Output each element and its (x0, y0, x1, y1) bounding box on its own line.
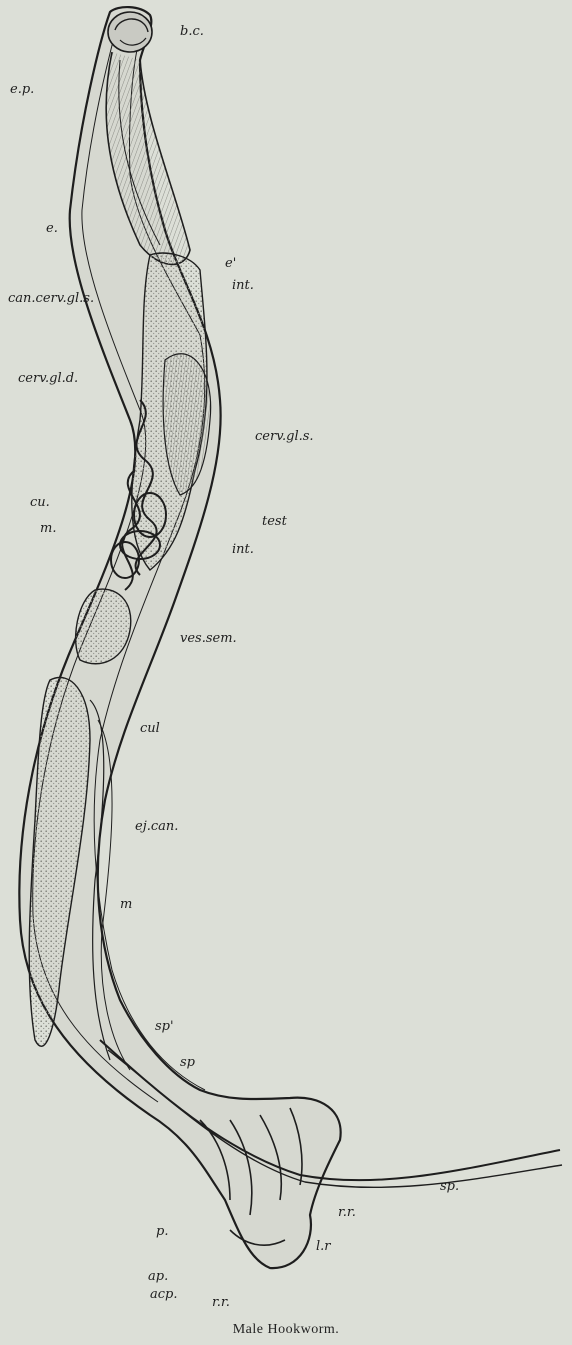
label-m-upper: m. (40, 522, 56, 535)
label-sp-prime: sp' (155, 1020, 174, 1033)
label-cerv-gl-d: cerv.gl.d. (18, 372, 78, 385)
label-lr: l.r (316, 1240, 331, 1253)
label-sp-tail: sp. (440, 1180, 459, 1193)
label-test: test (262, 515, 287, 528)
label-rr-right: r.r. (338, 1206, 356, 1219)
label-ves-sem: ves.sem. (180, 632, 237, 645)
label-e: e. (46, 222, 58, 235)
label-cu: cu. (30, 496, 50, 509)
label-int-lower: int. (232, 543, 254, 556)
label-m-lower: m (120, 898, 132, 911)
label-e-prime: e' (225, 257, 236, 270)
label-p: p. (156, 1225, 168, 1238)
figure-caption: Male Hookworm. (0, 1322, 572, 1338)
label-int-upper: int. (232, 279, 254, 292)
label-ej-can: ej.can. (135, 820, 178, 833)
buccal-capsule (108, 12, 152, 52)
label-ep: e.p. (10, 83, 34, 96)
label-cul: cul (140, 722, 160, 735)
label-sp-upper: sp (180, 1056, 195, 1069)
label-rr-bottom: r.r. (212, 1296, 230, 1309)
label-cerv-gl-s: cerv.gl.s. (255, 430, 314, 443)
label-bc: b.c. (180, 25, 204, 38)
label-can-cerv-gl-s: can.cerv.gl.s. (8, 292, 94, 305)
label-acp: acp. (150, 1288, 178, 1301)
label-ap: ap. (148, 1270, 168, 1283)
